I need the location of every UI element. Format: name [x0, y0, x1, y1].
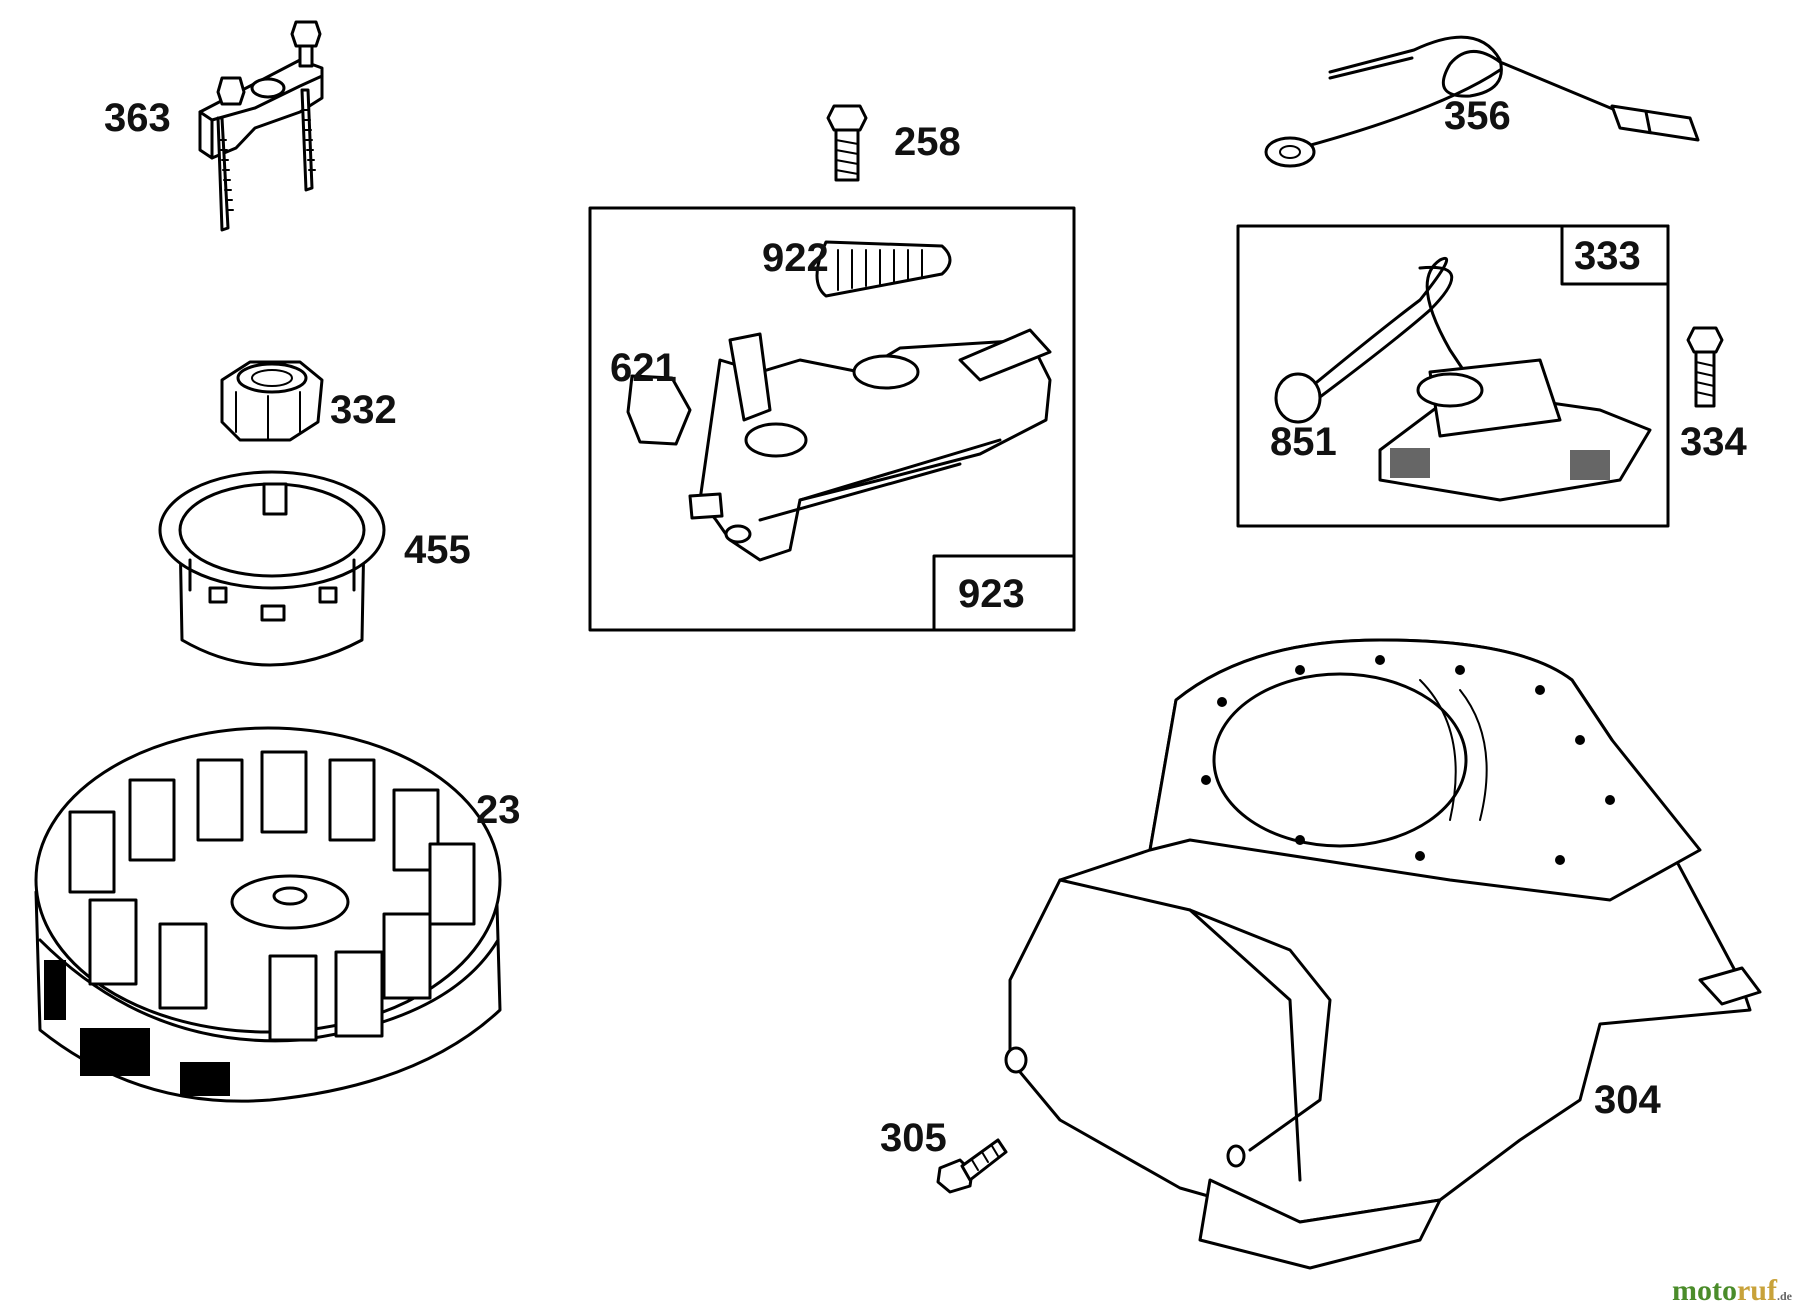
watermark-logo: motoruf.de — [1672, 1276, 1792, 1306]
part-label-923: 923 — [958, 572, 1025, 616]
part-356-wire-drawing — [1264, 35, 1700, 168]
watermark-part3: .de — [1776, 1289, 1792, 1303]
part-label-23: 23 — [476, 788, 521, 832]
part-label-332: 332 — [330, 388, 397, 432]
part-258-bolt-drawing — [826, 104, 868, 182]
watermark-part2: ruf — [1736, 1274, 1777, 1307]
part-label-851: 851 — [1270, 420, 1337, 464]
part-label-304: 304 — [1594, 1078, 1661, 1122]
part-label-356: 356 — [1444, 94, 1511, 138]
part-label-621: 621 — [610, 346, 677, 390]
part-label-922: 922 — [762, 236, 829, 280]
part-305-bolt-drawing — [936, 1138, 1008, 1194]
part-23-flywheel-drawing — [34, 726, 502, 1103]
part-label-258: 258 — [894, 120, 961, 164]
watermark-part1: moto — [1672, 1274, 1737, 1307]
part-332-hex-nut-drawing — [220, 360, 324, 442]
part-label-333: 333 — [1574, 234, 1641, 278]
part-334-bolt-drawing — [1686, 326, 1724, 408]
part-304-housing-drawing — [1004, 638, 1762, 1270]
part-333-coil-box-drawing — [1236, 224, 1670, 528]
part-label-305: 305 — [880, 1116, 947, 1160]
part-label-334: 334 — [1680, 420, 1747, 464]
part-label-363: 363 — [104, 96, 171, 140]
part-label-455: 455 — [404, 528, 471, 572]
part-363-bracket-drawing — [198, 20, 324, 232]
part-455-cup-drawing — [158, 470, 386, 667]
part-923-governor-box-drawing — [588, 206, 1076, 632]
